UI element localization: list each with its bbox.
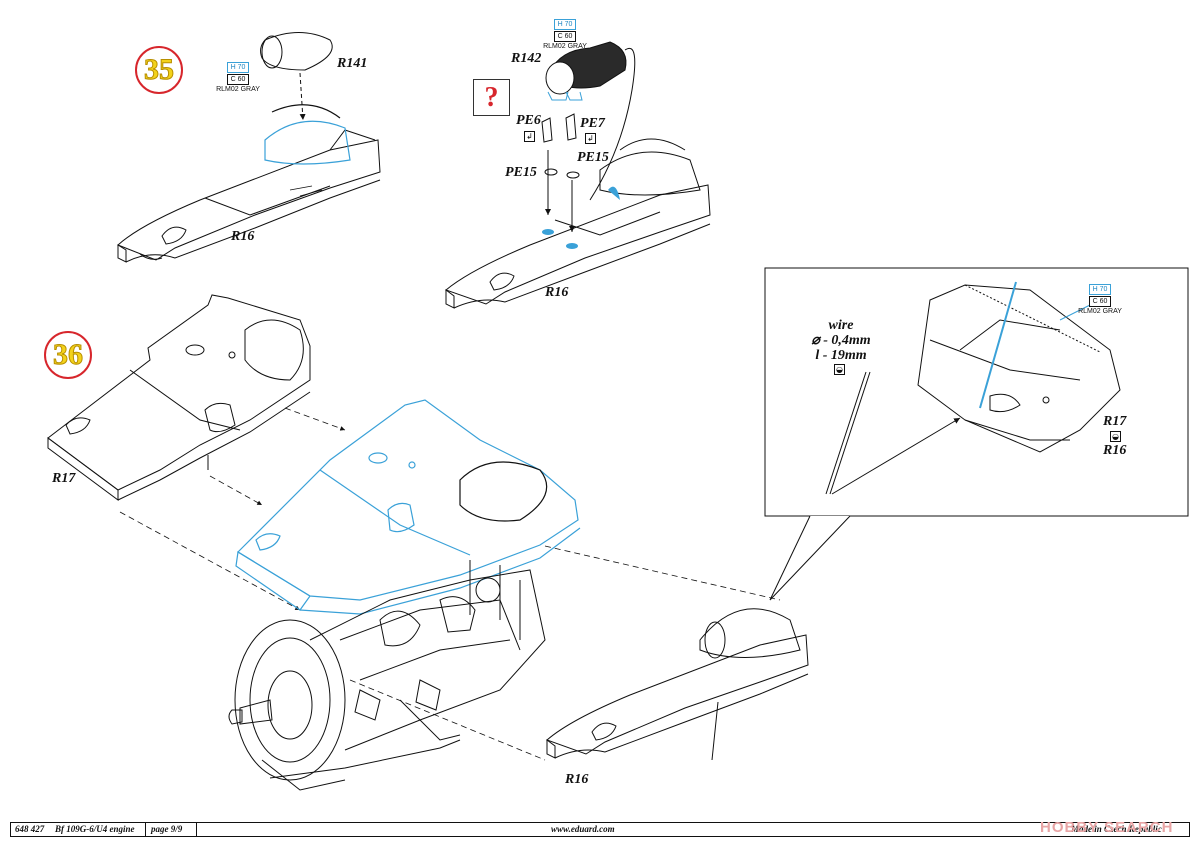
step35-nosecone-r141 (260, 32, 333, 121)
paint-c-code: C 60 (553, 31, 577, 42)
part-label-r16-step36: R16 (565, 772, 589, 787)
step36-panel-r17 (47, 294, 311, 501)
part-label-r17: R17 (52, 471, 76, 486)
paint-callout-detail: H 70 C 60 RLM02 GRAY (1070, 284, 1130, 316)
unknown-part-question-box: ? (473, 79, 510, 116)
step36-arrows (119, 407, 781, 761)
step-35-badge: 35 (135, 46, 183, 94)
detail-box (764, 267, 1189, 601)
part-label-r142: R142 (511, 51, 542, 66)
part-label-r16-step35-right: R16 (545, 285, 569, 300)
footer-website: www.eduard.com (551, 824, 615, 834)
part-label-r16-detail: R16 (1103, 443, 1127, 458)
step-36-badge: 36 (44, 331, 92, 379)
part-label-r17-detail: R17 (1103, 414, 1127, 429)
part-label-pe15-left: PE15 (505, 165, 537, 180)
step35-cowling-left (117, 129, 381, 263)
paint-h-code: H 70 (226, 62, 250, 73)
footer-kit-name: Bf 109G-6/U4 engine (55, 824, 135, 834)
part-label-r16-step35-left: R16 (231, 229, 255, 244)
footer-divider (196, 823, 197, 836)
footer-divider (145, 823, 146, 836)
part-label-pe6: PE6 (516, 113, 541, 128)
plastic-part-icon: ◒ (834, 364, 845, 375)
paint-name: RLM02 GRAY (216, 86, 260, 93)
footer-kit-number: 648 427 (15, 824, 45, 834)
wire-title: wire (828, 318, 854, 333)
paint-c-code: C 60 (226, 74, 250, 85)
photo-etch-icon: ↲ (585, 133, 596, 144)
paint-name: RLM02 GRAY (1078, 308, 1122, 315)
wire-diameter: ⌀ - 0,4mm (811, 333, 871, 348)
photo-etch-icon: ↲ (524, 131, 535, 142)
footer-made-in: Made in Czech Republic (1071, 824, 1162, 834)
paint-h-code: H 70 (553, 19, 577, 30)
wire-length: l - 19mm (815, 348, 867, 363)
step35-filter-r142 (541, 41, 636, 232)
step35-intake-outline (264, 104, 351, 165)
part-label-pe7: PE7 (580, 116, 605, 131)
paint-callout-top: H 70 C 60 RLM02 GRAY (535, 19, 595, 51)
footer-bar: 648 427 Bf 109G-6/U4 engine page 9/9 www… (10, 822, 1190, 837)
paint-name: RLM02 GRAY (543, 43, 587, 50)
wire-spec: wire ⌀ - 0,4mm l - 19mm (806, 318, 876, 363)
paint-h-code: H 70 (1088, 284, 1112, 295)
part-label-pe15-right: PE15 (577, 150, 609, 165)
plastic-part-icon: ◒ (1110, 431, 1121, 442)
step36-fitted-panel (235, 399, 581, 615)
part-label-r141: R141 (337, 56, 368, 71)
paint-c-code: C 60 (1088, 296, 1112, 307)
step36-cowling-r16 (546, 608, 809, 761)
watermark: HOBBY SEARCH (1040, 819, 1174, 836)
engine-assembly (228, 560, 546, 791)
paint-callout-left: H 70 C 60 RLM02 GRAY (208, 62, 268, 94)
step35-cowling-right (445, 138, 711, 309)
footer-page: page 9/9 (151, 824, 183, 834)
